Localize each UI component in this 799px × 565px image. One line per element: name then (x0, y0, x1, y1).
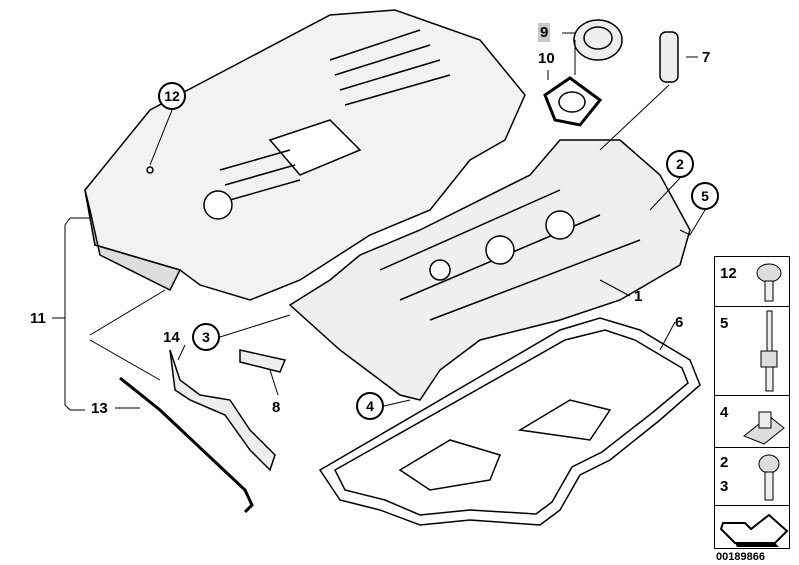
legend-item-bolt: 12 (714, 256, 790, 307)
wiring-rod (119, 376, 254, 514)
callout-10: 10 (538, 50, 555, 67)
oil-filler-cap (543, 19, 623, 127)
callout-3: 3 (192, 323, 220, 351)
callout-12: 12 (158, 82, 186, 110)
legend-label: 2 (720, 454, 729, 471)
arrow-left-down-icon (719, 513, 789, 547)
engine-cover (84, 9, 526, 301)
callout-9: 9 (538, 23, 551, 42)
callout-6: 6 (675, 314, 684, 331)
screw-with-sleeve-icon (758, 454, 780, 501)
callout-5: 5 (691, 182, 719, 210)
diagram-code: 00189866 (716, 551, 765, 563)
valve-cover (288, 139, 691, 401)
legend-item-stud: 5 (714, 306, 790, 396)
legend-label: 5 (720, 315, 729, 332)
leader-lines (52, 32, 706, 411)
callout-1: 1 (634, 288, 643, 305)
legend-label: 12 (720, 265, 737, 282)
oil-dipstick-guide-plug (659, 31, 679, 83)
legend-label: 3 (720, 478, 729, 495)
legend-item-screw: 2 3 (714, 447, 790, 506)
legend-item-clip-nut: 4 (714, 395, 790, 448)
callout-7: 7 (702, 49, 711, 66)
callout-2: 2 (666, 150, 694, 178)
legend-item-arrow (714, 505, 790, 549)
stud-bolt-icon (760, 310, 778, 392)
callout-14: 14 (163, 329, 180, 346)
holder-clip (239, 349, 287, 373)
callout-8: 8 (272, 399, 281, 416)
bolt-with-washer-icon (756, 263, 782, 302)
bracket (169, 349, 276, 472)
legend-label: 4 (720, 404, 729, 421)
callout-4: 4 (356, 392, 384, 420)
clip-nut-icon (743, 411, 785, 445)
callout-13: 13 (91, 400, 108, 417)
gasket (318, 317, 701, 526)
callout-11: 11 (30, 310, 46, 327)
